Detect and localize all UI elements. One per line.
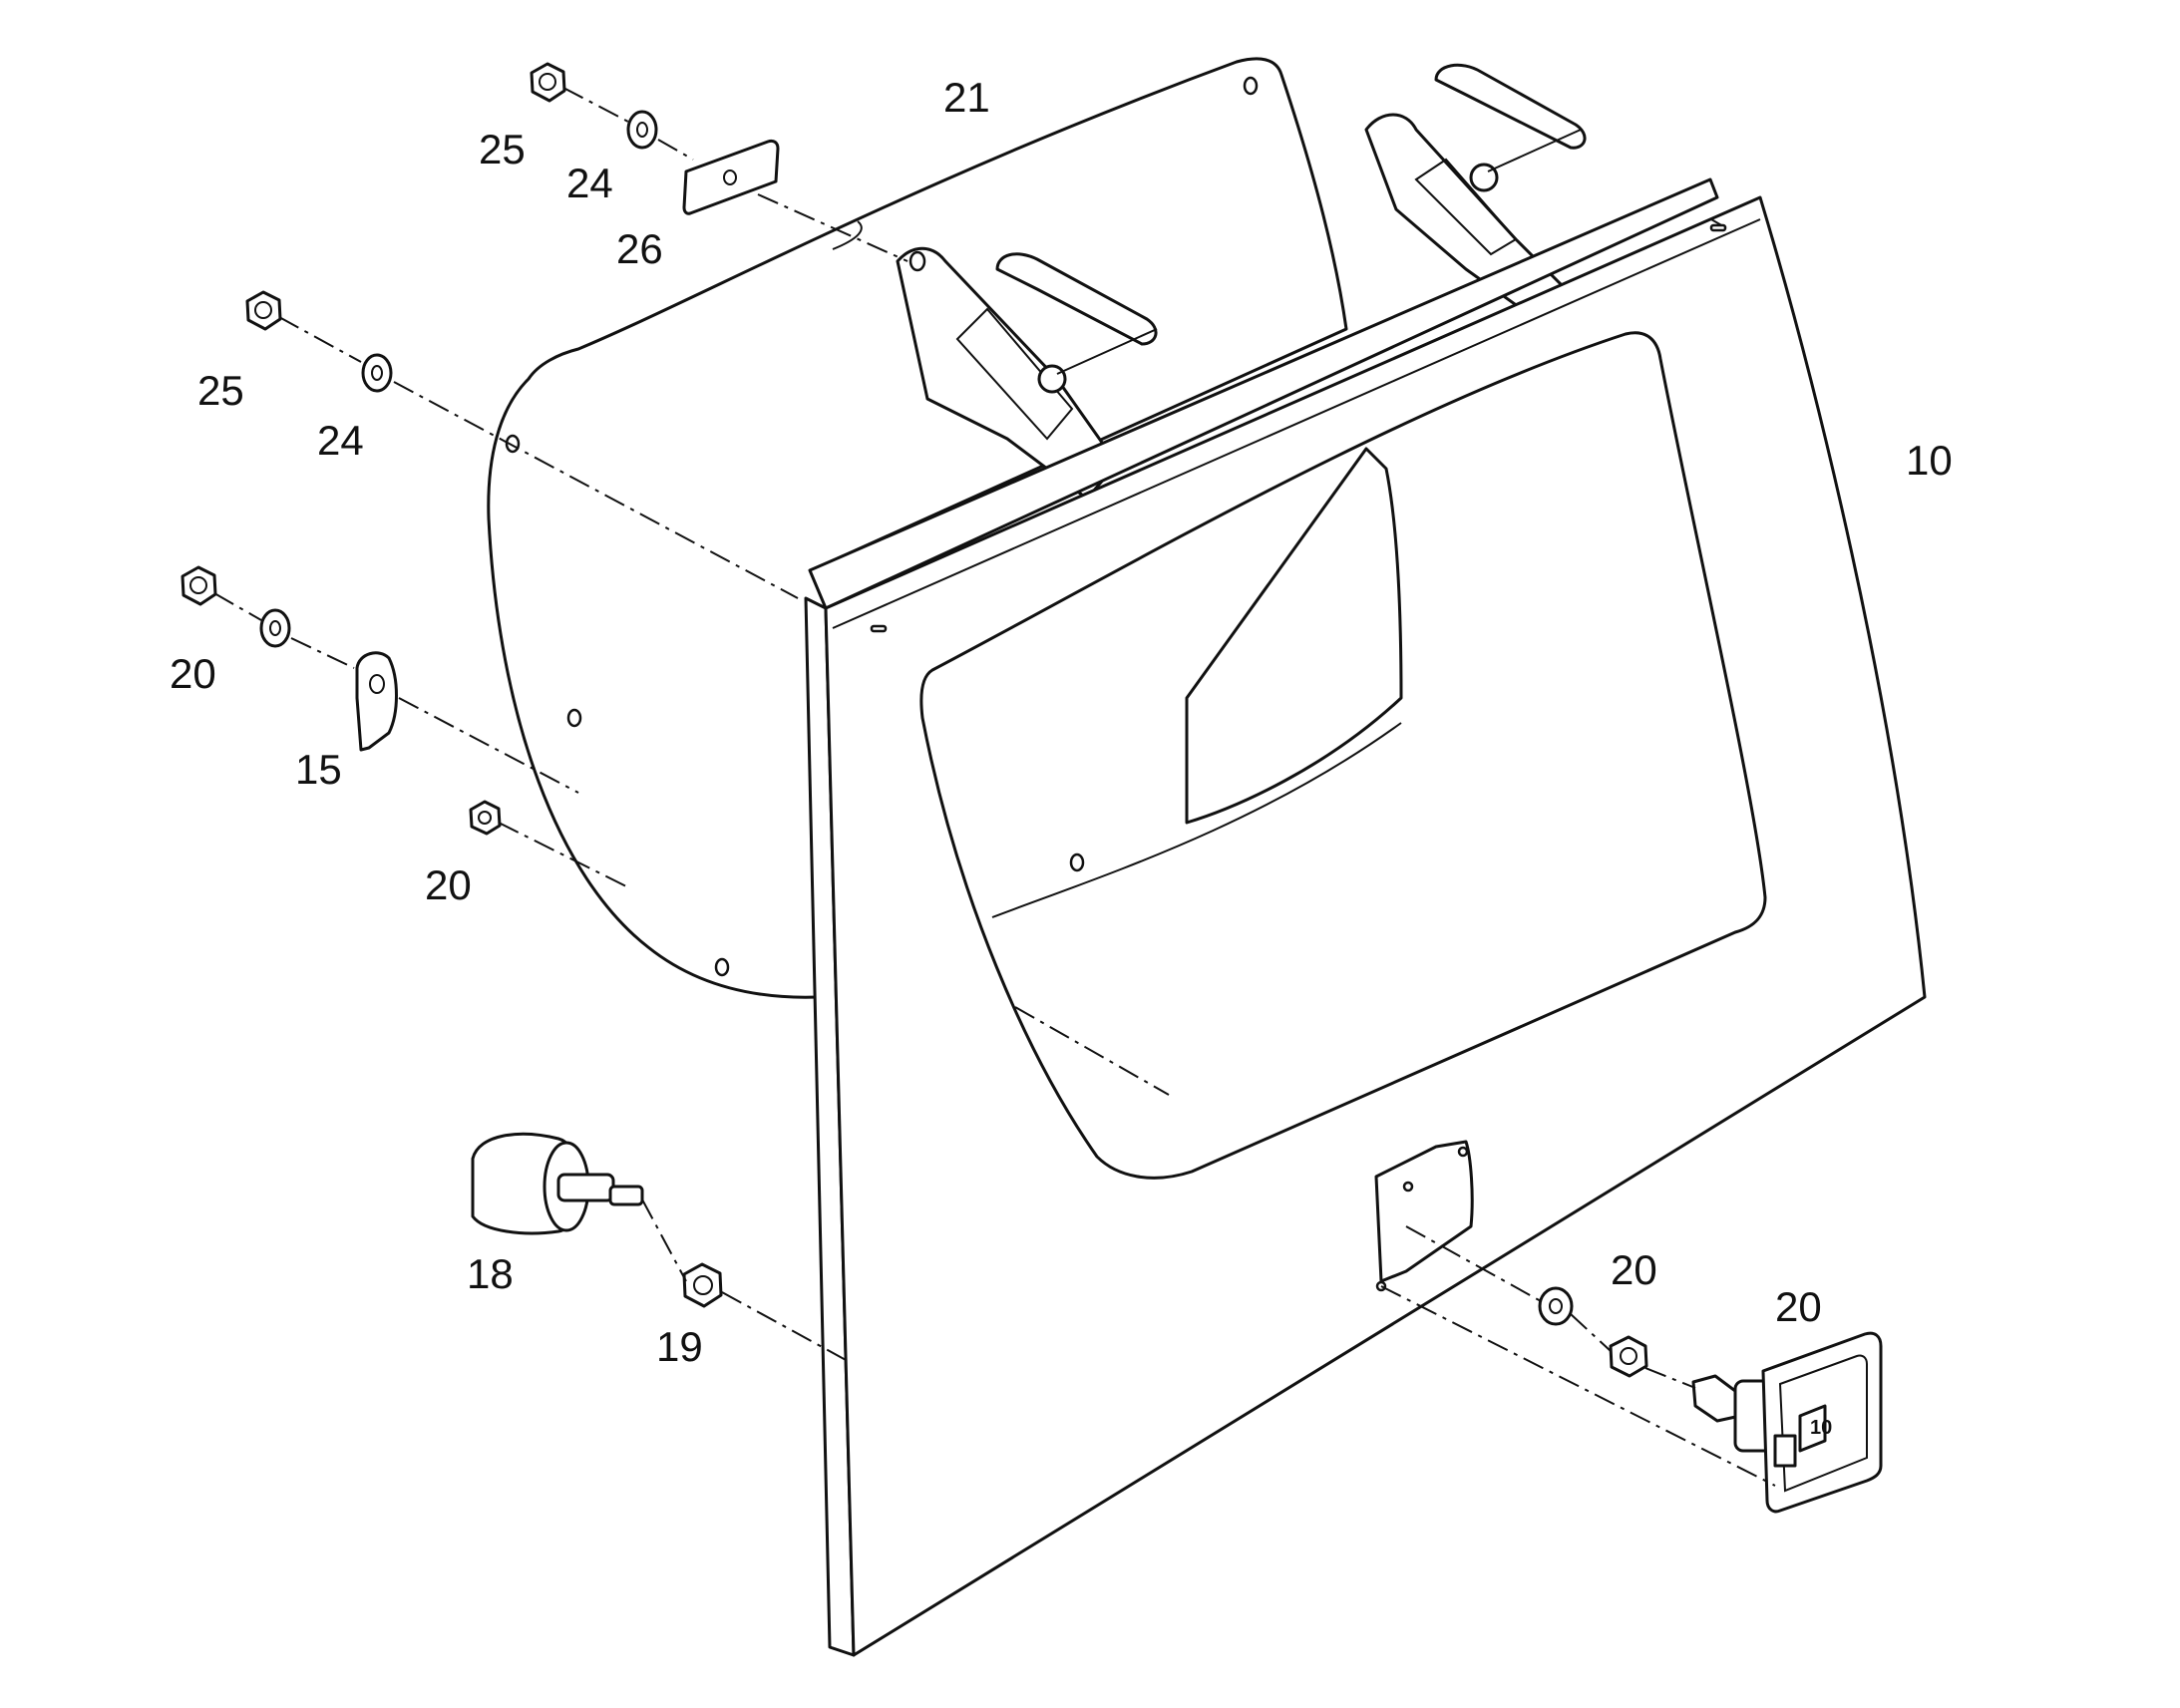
callout-15: 15 xyxy=(295,746,342,793)
washer-24-top xyxy=(626,110,658,150)
callout-20-washer: 20 xyxy=(1611,1246,1657,1293)
callout-labels: 21 25 24 26 25 24 10 20 15 20 18 19 20 2… xyxy=(170,74,1953,1370)
callout-26: 26 xyxy=(616,225,663,272)
callout-25-top: 25 xyxy=(479,126,526,172)
latch-face-label: 10 xyxy=(1810,1417,1832,1439)
callout-24-top: 24 xyxy=(566,160,613,206)
callout-21: 21 xyxy=(943,74,990,121)
washer-24-mid xyxy=(361,353,393,393)
callout-18: 18 xyxy=(467,1250,514,1297)
callout-20-small: 20 xyxy=(425,861,472,908)
callout-10: 10 xyxy=(1906,437,1953,484)
door-panel-part-10 xyxy=(804,177,1927,1657)
bumper-18 xyxy=(471,1132,644,1235)
nut-19 xyxy=(682,1262,723,1308)
nut-20-right xyxy=(1609,1335,1648,1378)
plate-26 xyxy=(682,139,780,215)
rear-housing-part-21 xyxy=(487,57,1348,999)
nut-20-small xyxy=(469,800,502,836)
handle-left xyxy=(896,246,1158,501)
callout-19: 19 xyxy=(656,1323,703,1370)
nut-25-top xyxy=(530,62,566,103)
nut-25-mid xyxy=(245,290,282,331)
washer-20-right xyxy=(1538,1286,1574,1326)
bracket-15 xyxy=(355,651,398,752)
nut-20-left xyxy=(181,565,217,606)
callout-24-mid: 24 xyxy=(317,417,364,464)
leader-lines xyxy=(213,87,1776,1487)
washer-20-left xyxy=(259,608,291,648)
callout-20-left: 20 xyxy=(170,650,216,697)
latch-20: 10 xyxy=(1691,1331,1883,1514)
callout-25-mid: 25 xyxy=(197,367,244,414)
callout-20-latch: 20 xyxy=(1775,1283,1822,1330)
